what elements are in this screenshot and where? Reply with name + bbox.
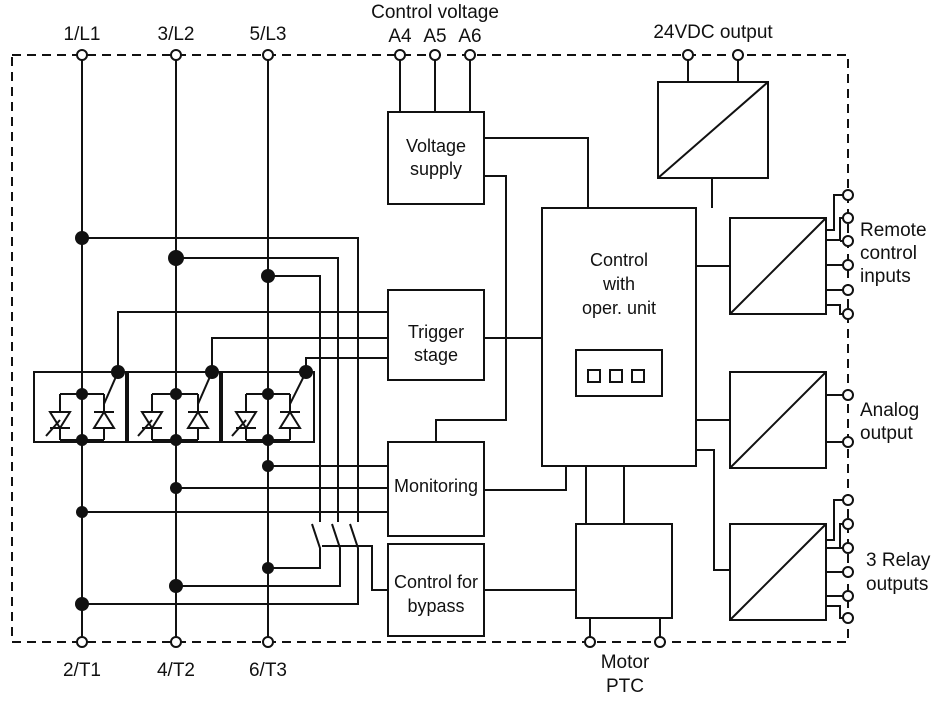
bypass-control-block [387, 543, 485, 637]
control-label-2: with [602, 274, 635, 294]
remote-label-3: inputs [860, 266, 911, 287]
label-l1: 1/L1 [64, 24, 101, 45]
bypass-label-2: bypass [407, 596, 464, 616]
monitoring-wires [82, 465, 388, 513]
vdc-converter-block [657, 81, 769, 179]
bypass-contacts [82, 523, 388, 605]
trigger-stage-label-2: stage [414, 345, 458, 365]
remote-label-1: Remote [860, 220, 927, 241]
label-t2: 4/T2 [157, 660, 195, 681]
label-a6: A6 [458, 26, 481, 47]
control-label-1: Control [590, 250, 648, 270]
remote-input-wires [826, 194, 848, 315]
voltage-supply-label-1: Voltage [406, 136, 466, 156]
remote-inputs-converter [729, 217, 827, 315]
vdc-output-wires [687, 55, 739, 82]
label-l2: 3/L2 [158, 24, 195, 45]
analog-label-1: Analog [860, 400, 919, 421]
label-l3: 5/L3 [250, 24, 287, 45]
thyristor-module-2 [127, 371, 221, 443]
terminals [76, 49, 854, 648]
control-unit-block [541, 207, 697, 467]
monitoring-block [387, 441, 485, 537]
voltage-supply-label-2: supply [410, 159, 462, 179]
relay-label-1: 3 Relay [866, 550, 931, 571]
relay-output-converter [729, 523, 827, 621]
bypass-label-1: Control for [394, 572, 478, 592]
sense-wires [82, 237, 359, 522]
label-control-voltage: Control voltage [371, 2, 499, 23]
enclosure-border [11, 54, 849, 643]
junction-dots [75, 231, 313, 611]
remote-label-2: control [860, 243, 917, 264]
trigger-wires [117, 311, 388, 372]
label-t1: 2/T1 [63, 660, 101, 681]
voltage-supply-block [387, 111, 485, 205]
thyristor-module-3 [221, 371, 315, 443]
relay-label-2: outputs [866, 574, 928, 595]
label-motor: Motor [601, 652, 650, 673]
label-a5: A5 [423, 26, 446, 47]
trigger-stage-block [387, 289, 485, 381]
control-voltage-wires [399, 55, 471, 112]
label-ptc: PTC [606, 676, 644, 697]
label-24vdc-output: 24VDC output [653, 22, 773, 43]
monitoring-label: Monitoring [394, 476, 478, 496]
analog-output-converter [729, 371, 827, 469]
power-lines [81, 55, 269, 642]
thyristor-module-1 [33, 371, 127, 443]
trigger-stage-label-1: Trigger [408, 322, 464, 342]
analog-label-2: output [860, 423, 914, 444]
label-a4: A4 [388, 26, 412, 47]
motor-ptc-wires [589, 618, 661, 642]
analog-output-wires [826, 394, 848, 443]
motor-ptc-block [575, 523, 673, 619]
label-t3: 6/T3 [249, 660, 287, 681]
control-label-3: oper. unit [582, 298, 656, 318]
